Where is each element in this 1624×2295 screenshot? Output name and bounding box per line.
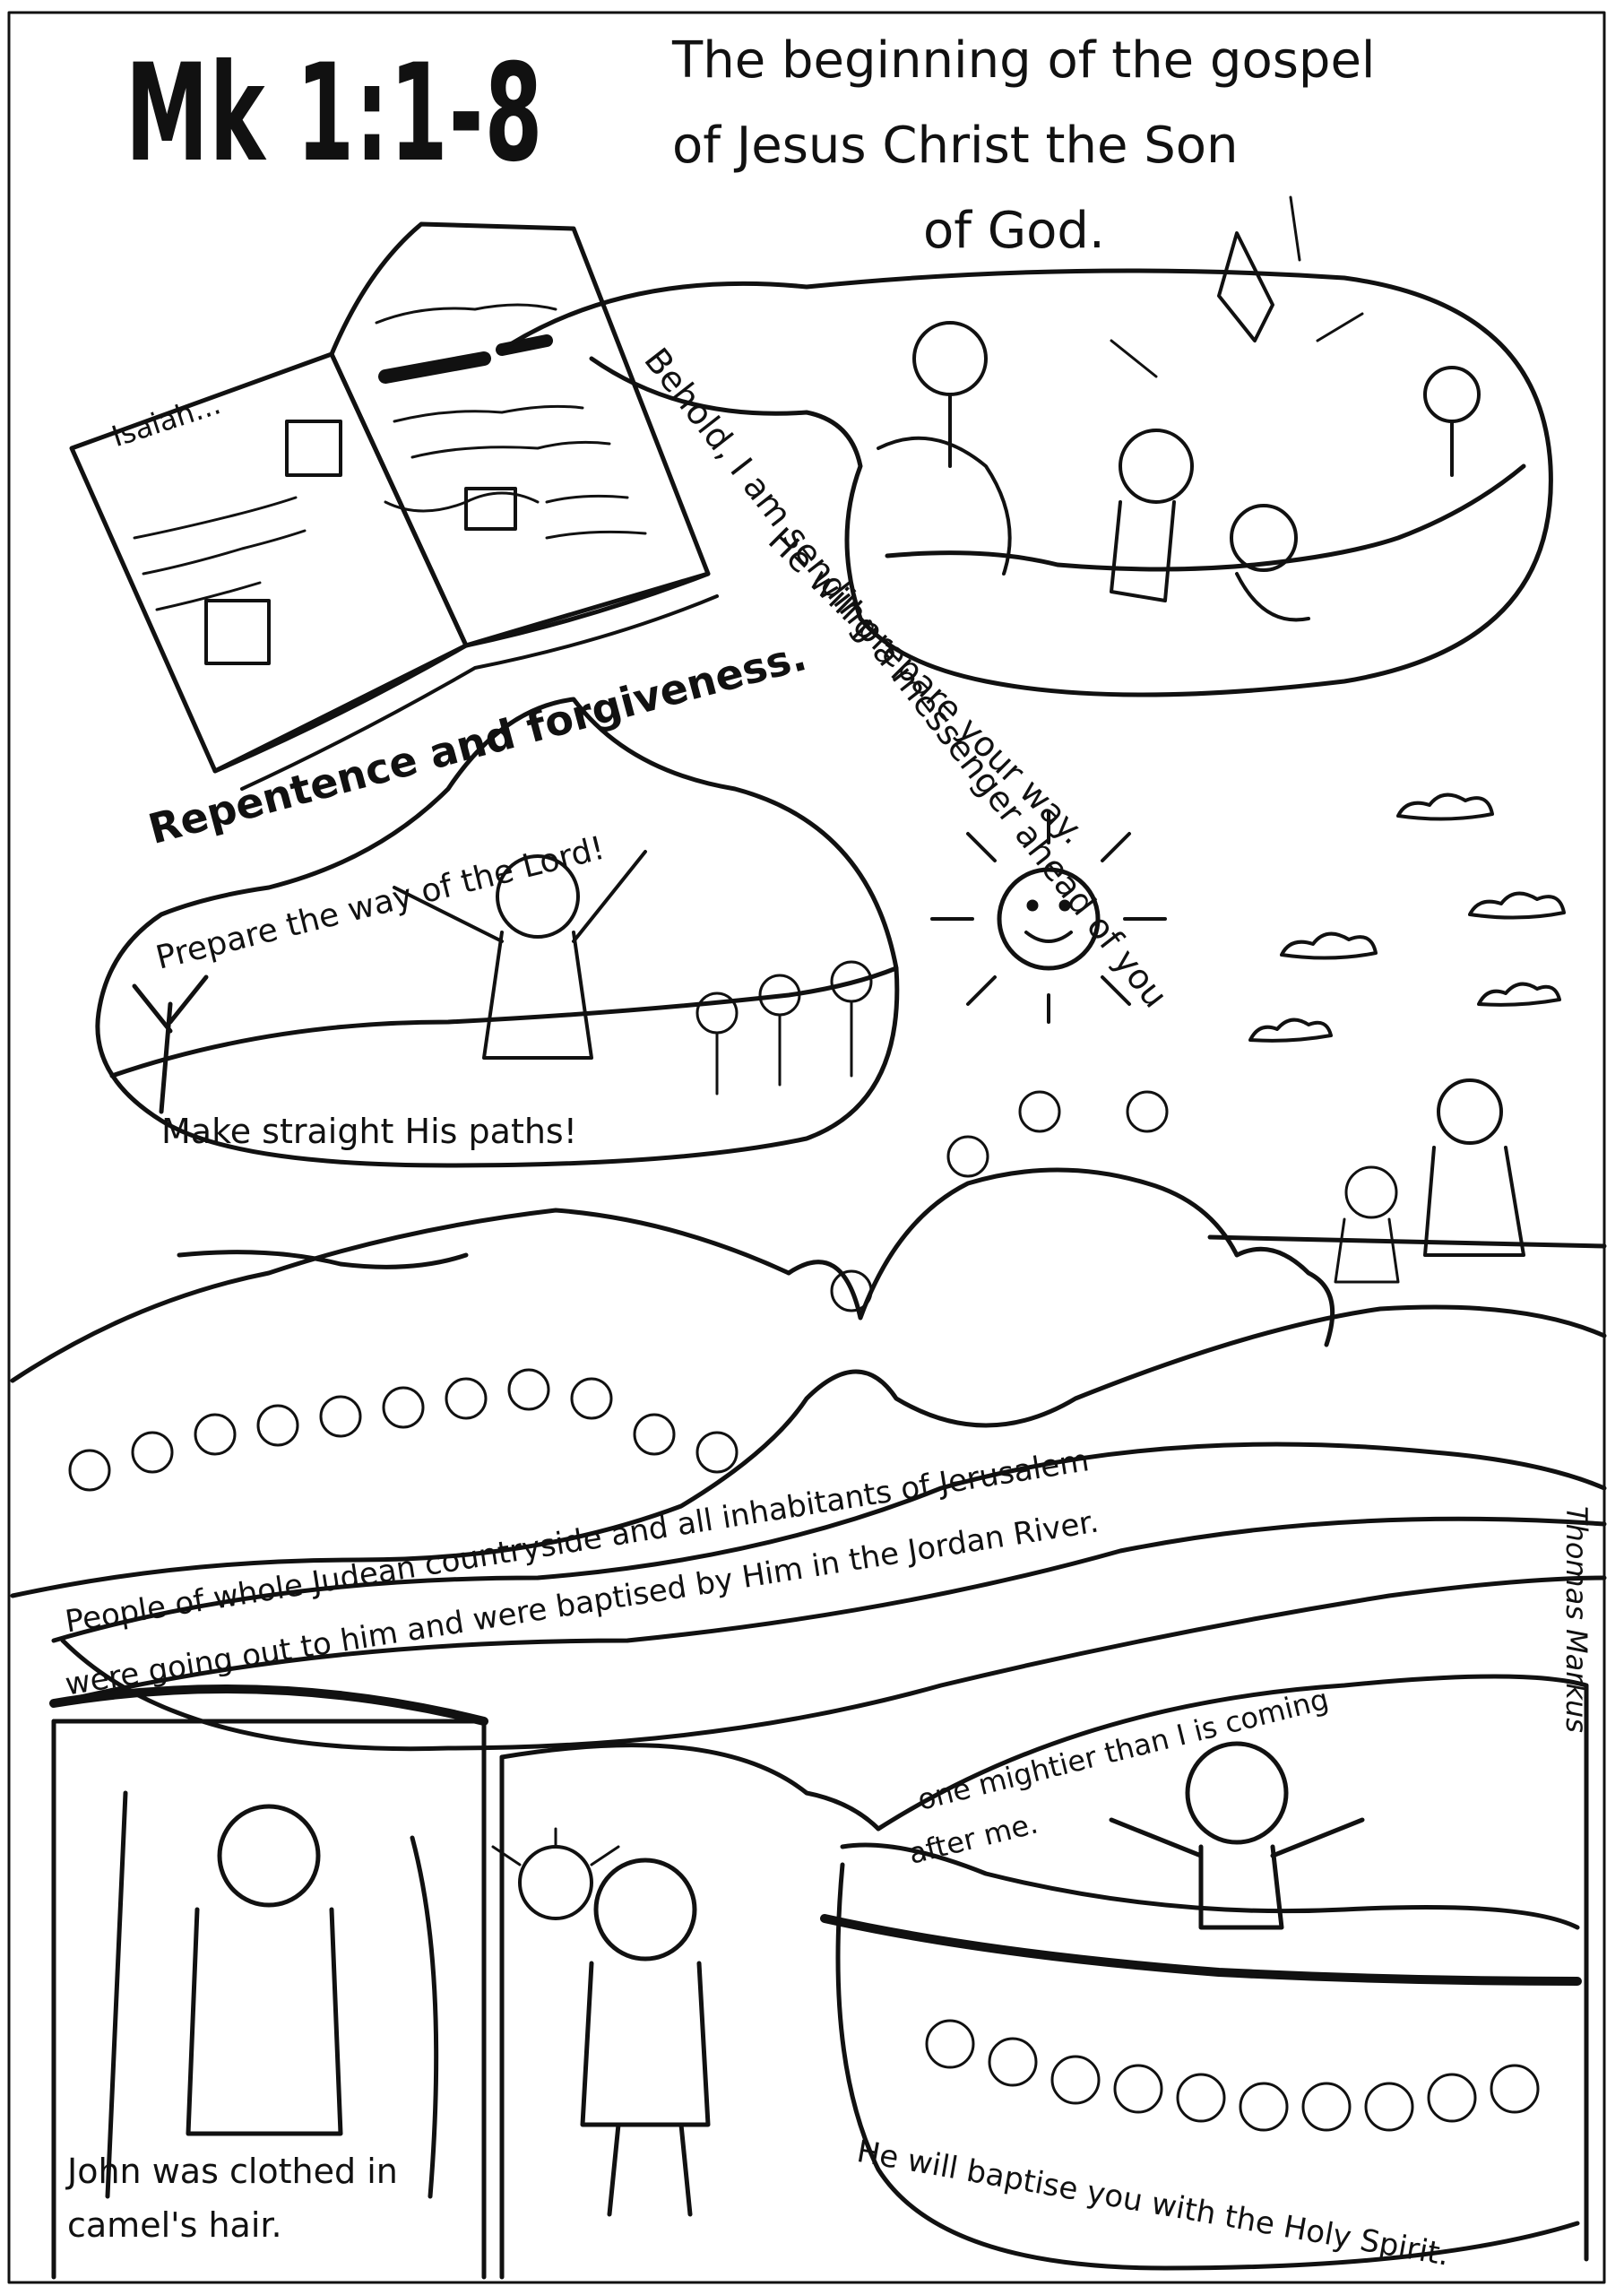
open-book-drawing: [69, 221, 719, 791]
straight-paths-caption: Make straight His paths!: [161, 1112, 577, 1151]
clouds-drawing: [1248, 792, 1566, 1043]
title-line-2: of Jesus Christ the Son: [672, 117, 1239, 175]
artist-signature: Thomas Markus: [1559, 1506, 1594, 1733]
camel-hair-caption-line-2: camel's hair.: [67, 2205, 282, 2245]
crowd-hills-drawing: [10, 1078, 1607, 1752]
baptism-scene-drawing: [499, 195, 1553, 697]
scripture-reference: Mk 1:1-8: [125, 36, 544, 192]
page-border: [7, 11, 1606, 2284]
wilderness-scene-drawing: [95, 697, 900, 1168]
title-line-1: The beginning of the gospel: [672, 31, 1376, 90]
sun-drawing: [930, 810, 1167, 1024]
bottom-panels-drawing: [49, 1674, 1589, 2280]
title-line-3: of God.: [923, 202, 1105, 260]
camel-hair-caption-line-1: John was clothed in: [67, 2152, 398, 2191]
